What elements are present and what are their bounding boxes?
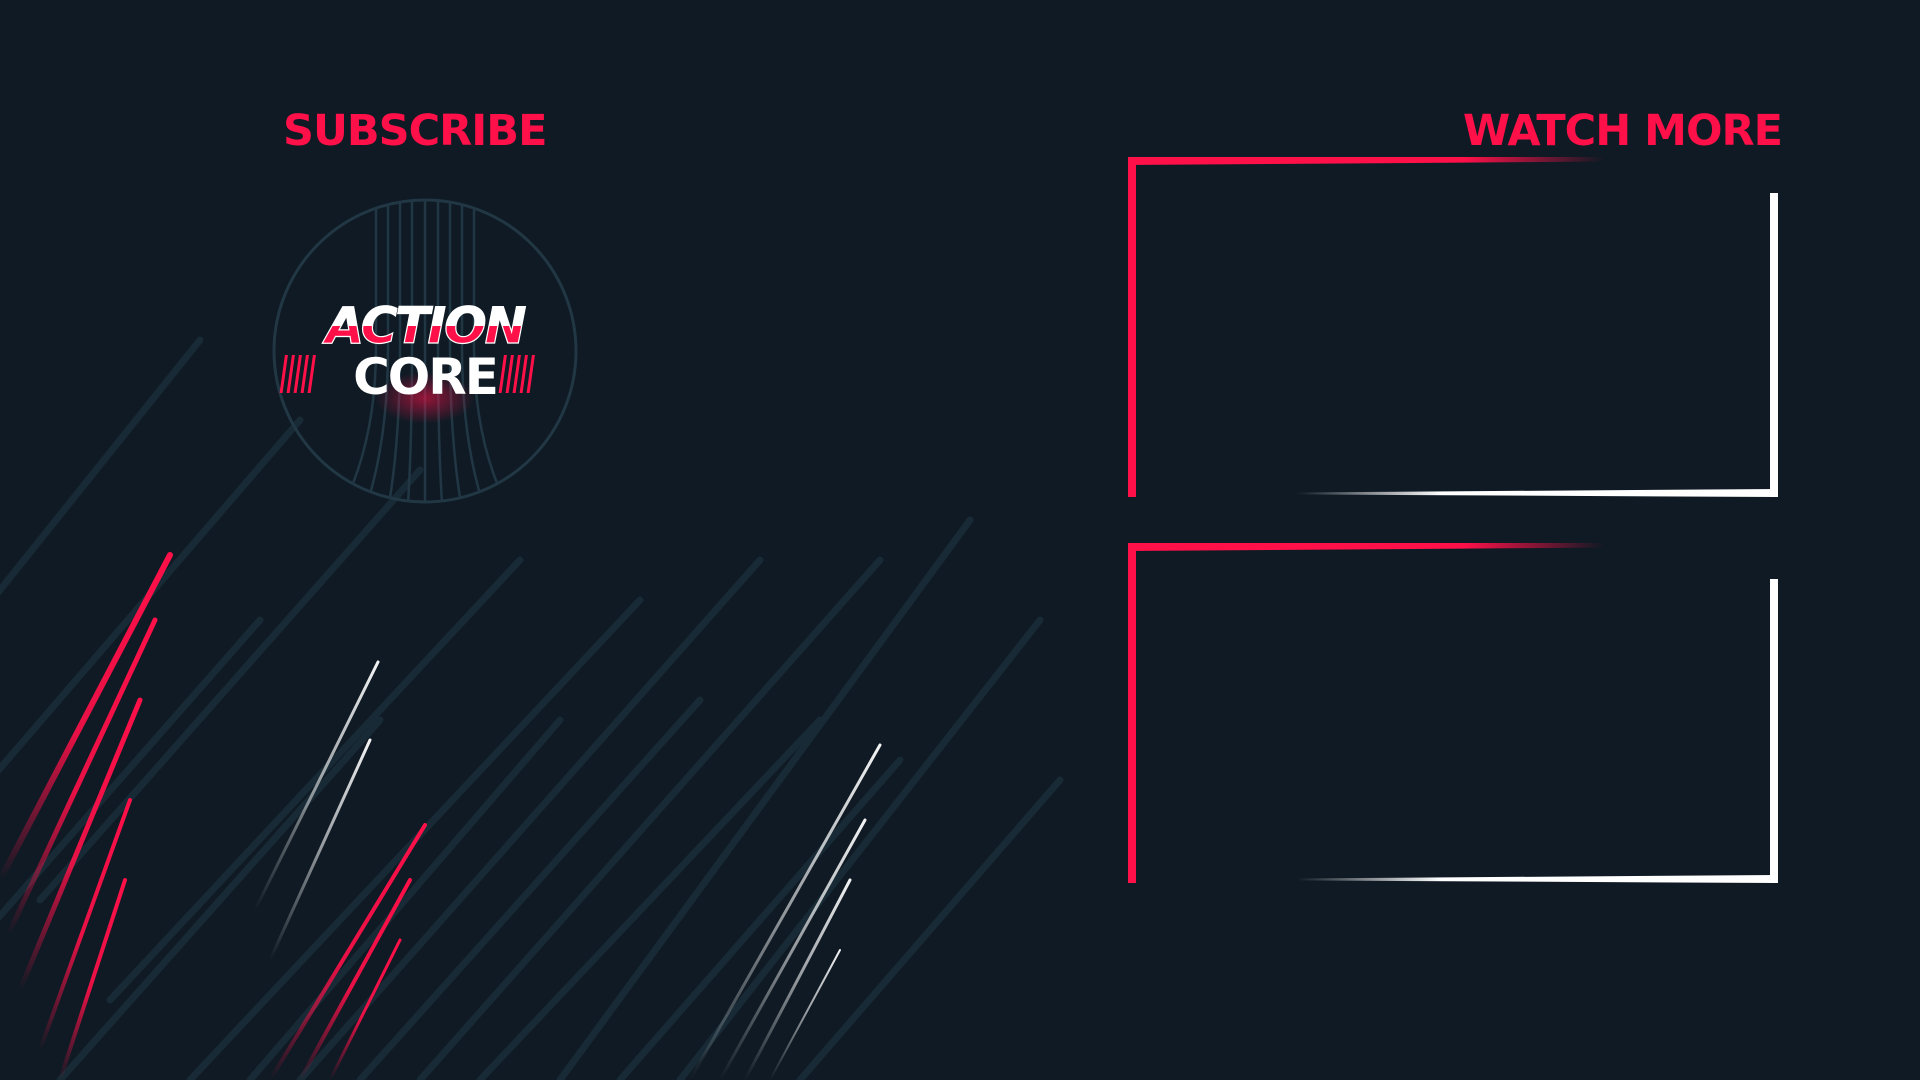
video-frame-1-outline xyxy=(1128,157,1778,497)
subscribe-heading: SUBSCRIBE xyxy=(283,106,547,156)
logo-emblem: ACTION CORE xyxy=(272,198,578,504)
logo-line1: ACTION xyxy=(322,297,526,355)
watch-more-heading: WATCH MORE xyxy=(1462,106,1783,156)
logo-line2: CORE xyxy=(353,348,497,406)
logo-speed-bars-left xyxy=(279,355,316,393)
subscribe-logo-button[interactable]: ACTION CORE xyxy=(272,198,578,504)
video-slot-1[interactable] xyxy=(1128,157,1778,497)
logo-speed-bars-right xyxy=(498,355,535,393)
video-frame-2-outline xyxy=(1128,543,1778,883)
video-slot-2[interactable] xyxy=(1128,543,1778,883)
